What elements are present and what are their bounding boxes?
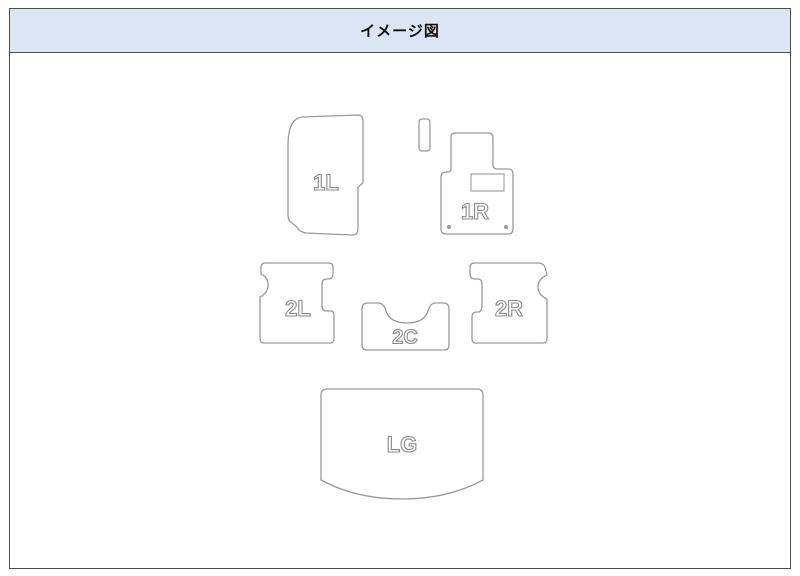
mat-1r-strip-shape xyxy=(418,118,431,152)
diagram-frame: イメージ図 1L 1R 2L 2C xyxy=(9,8,791,569)
mat-1l-label: 1L xyxy=(313,170,339,195)
mat-lg: LG xyxy=(320,388,484,500)
mat-lg-label: LG xyxy=(387,432,418,457)
mat-2l: 2L xyxy=(259,262,335,344)
mat-1l-shape xyxy=(287,114,364,236)
mat-1r: 1R xyxy=(440,132,514,235)
header-bar: イメージ図 xyxy=(10,9,790,53)
mat-2r-shape xyxy=(469,262,548,344)
floor-mat-diagram: 1L 1R 2L 2C 2R xyxy=(259,114,548,500)
page-title: イメージ図 xyxy=(360,22,440,40)
mat-2r: 2R xyxy=(469,262,548,344)
mat-2c: 2C xyxy=(361,302,450,351)
mat-2l-shape xyxy=(259,262,335,344)
mat-2l-label: 2L xyxy=(285,296,311,321)
mat-1r-shape xyxy=(440,132,514,235)
mat-1r-strip xyxy=(418,118,431,152)
mat-2c-label: 2C xyxy=(392,326,418,348)
mat-lg-shape xyxy=(320,388,484,500)
mat-1l: 1L xyxy=(287,114,364,236)
mat-2c-shape xyxy=(361,302,450,351)
mat-2r-label: 2R xyxy=(495,296,523,321)
mat-1r-label: 1R xyxy=(461,199,489,224)
mat-1r-heel-pad xyxy=(470,173,505,192)
mat-1r-hole-right xyxy=(504,225,508,229)
mat-1r-hole-left xyxy=(447,225,451,229)
